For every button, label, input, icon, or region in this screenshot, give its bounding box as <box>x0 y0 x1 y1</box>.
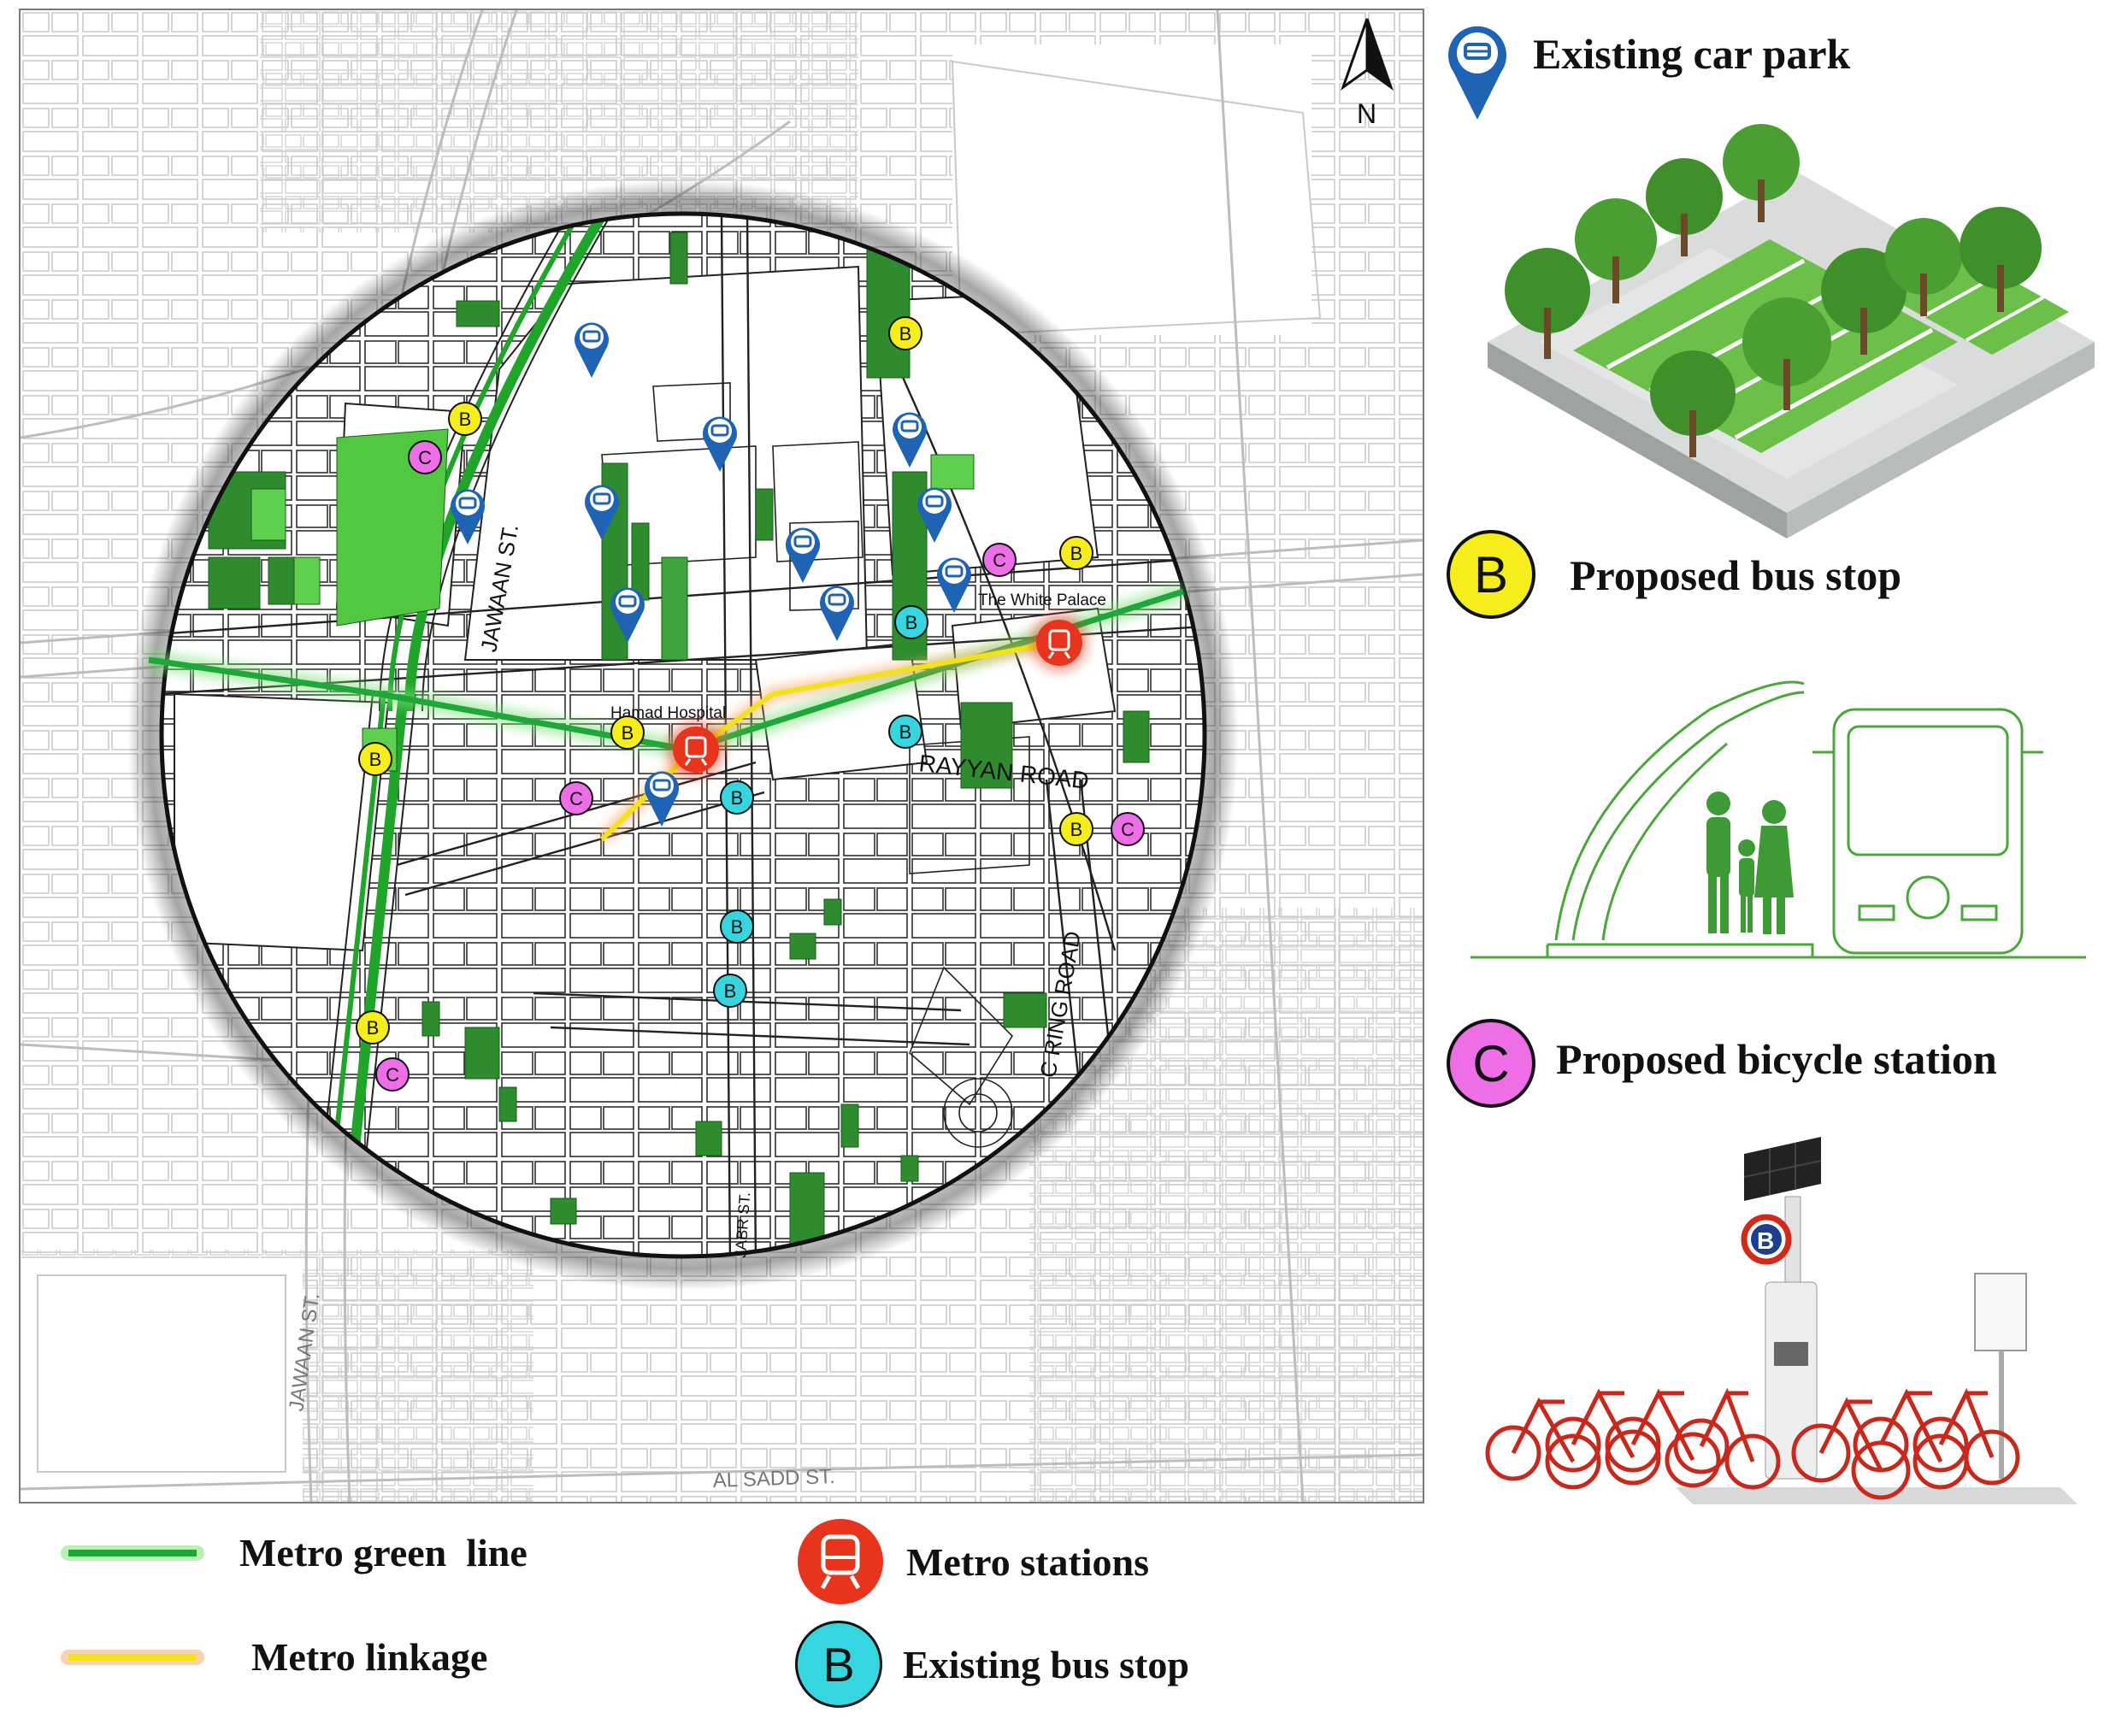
existing-bus-stop-marker[interactable]: B <box>720 909 754 944</box>
svg-text:C: C <box>386 1064 399 1086</box>
svg-text:B: B <box>724 980 737 1002</box>
green-spaces <box>208 232 1150 1256</box>
bicycle-station-illustration: B <box>1485 1137 2078 1504</box>
proposed-bus-stop-marker[interactable]: B <box>610 715 645 750</box>
legend-proposed-bicycle-station-badge: C <box>1447 1019 1535 1108</box>
svg-text:B: B <box>1070 819 1083 840</box>
legend-metro-green-line-label: Metro green line <box>239 1531 528 1574</box>
people-silhouettes <box>1706 791 1794 934</box>
proposed-bus-stop-marker[interactable]: B <box>358 742 392 776</box>
svg-text:B: B <box>731 916 744 938</box>
car-park-pin-icon[interactable] <box>893 412 927 468</box>
legend-metro-green-line: Metro green line <box>60 1530 528 1575</box>
existing-bus-stop-marker[interactable]: B <box>720 780 754 815</box>
car-park-pin-icon[interactable] <box>585 485 619 540</box>
car-park-pin-icon[interactable] <box>820 586 854 641</box>
car-park-pin-icon[interactable] <box>786 527 820 583</box>
svg-text:C: C <box>418 447 432 468</box>
lens-border <box>159 211 1207 1259</box>
car-park-pin-icon <box>1448 26 1506 120</box>
svg-text:B: B <box>905 612 918 633</box>
car-park-pin-icon[interactable] <box>917 487 952 543</box>
svg-text:B: B <box>899 721 912 743</box>
legend-proposed-bus-stop-label: Proposed bus stop <box>1570 551 1902 599</box>
car-park-pin-icon[interactable] <box>451 489 485 544</box>
svg-text:B: B <box>622 722 634 744</box>
metro-station-icon <box>798 1519 883 1604</box>
car-park-pin-icon[interactable] <box>937 557 971 613</box>
existing-bus-stop-marker[interactable]: B <box>894 605 928 639</box>
proposed-bus-stop-marker[interactable]: B <box>888 316 922 350</box>
proposed-bicycle-station-marker[interactable]: C <box>408 440 442 474</box>
car-park-pin-icon[interactable] <box>575 322 609 378</box>
proposed-bicycle-station-marker[interactable]: C <box>375 1057 410 1092</box>
bicycles <box>1485 1387 2020 1500</box>
svg-text:B: B <box>369 749 382 770</box>
legend-proposed-bus-stop-badge: B <box>1447 530 1535 619</box>
north-label: N <box>1357 98 1376 129</box>
bike-sign-letter: B <box>1757 1227 1774 1254</box>
bus-stop-illustration <box>1471 680 2086 959</box>
place-label-white-palace: The White Palace <box>978 591 1106 609</box>
tree-icons <box>1505 124 2042 457</box>
svg-text:C: C <box>1121 819 1135 840</box>
svg-text:C: C <box>993 550 1006 571</box>
legend-metro-stations-label: Metro stations <box>906 1539 1150 1584</box>
metro-linkage <box>597 636 1057 844</box>
proposed-bus-stop-marker[interactable]: B <box>356 1010 390 1045</box>
svg-text:B: B <box>367 1017 380 1039</box>
svg-text:B: B <box>1070 543 1083 564</box>
green-line-swatch <box>61 1545 204 1561</box>
linkage-swatch <box>61 1649 204 1665</box>
car-park-pin-icon[interactable] <box>645 771 679 827</box>
legend-existing-car-park-label: Existing car park <box>1533 30 1851 78</box>
car-park-pin-icon[interactable] <box>610 587 645 643</box>
proposed-bicycle-station-marker[interactable]: C <box>1111 812 1145 846</box>
svg-text:C: C <box>569 788 583 809</box>
car-park-pin-icon[interactable] <box>703 416 737 472</box>
proposed-bicycle-station-marker[interactable]: C <box>982 543 1017 577</box>
map-panel[interactable]: JAWAAN ST. AL SADD ST. <box>19 9 1424 1504</box>
legend-proposed-bicycle-station-label: Proposed bicycle station <box>1556 1035 1997 1083</box>
metro-station-icon[interactable] <box>1030 614 1088 672</box>
proposed-bicycle-station-marker[interactable]: C <box>559 781 593 815</box>
legend-metro-stations: Metro stations <box>795 1516 1149 1607</box>
car-park-illustration <box>1488 124 2095 538</box>
svg-text:B: B <box>459 409 472 430</box>
metro-station-icon[interactable] <box>667 721 725 779</box>
road-label-al-sadd: AL SADD ST. <box>712 1465 835 1492</box>
legend-metro-linkage: Metro linkage <box>60 1634 487 1680</box>
svg-text:B: B <box>731 787 744 809</box>
legend-metro-linkage-label: Metro linkage <box>251 1635 488 1679</box>
existing-bus-stop-marker[interactable]: B <box>888 715 922 749</box>
proposed-bus-stop-marker[interactable]: B <box>448 402 482 436</box>
north-arrow: N <box>1341 18 1394 129</box>
proposed-bus-stop-marker[interactable]: B <box>1059 536 1093 570</box>
legend-existing-bus-stop-label: Existing bus stop <box>903 1642 1189 1686</box>
existing-bus-stop-marker[interactable]: B <box>713 974 747 1008</box>
proposed-bus-stop-marker[interactable]: B <box>1059 812 1093 846</box>
legend-existing-bus-stop: B Existing bus stop <box>795 1621 1189 1708</box>
map-canvas[interactable]: JAWAAN ST. AL SADD ST. <box>21 10 1423 1502</box>
place-label-hamad-hospital: Hamad Hospital <box>610 704 726 722</box>
existing-bus-stop-badge: B <box>795 1621 882 1708</box>
svg-text:B: B <box>899 323 912 344</box>
zoom-lens: JAWAAN ST. <box>162 214 1205 1256</box>
